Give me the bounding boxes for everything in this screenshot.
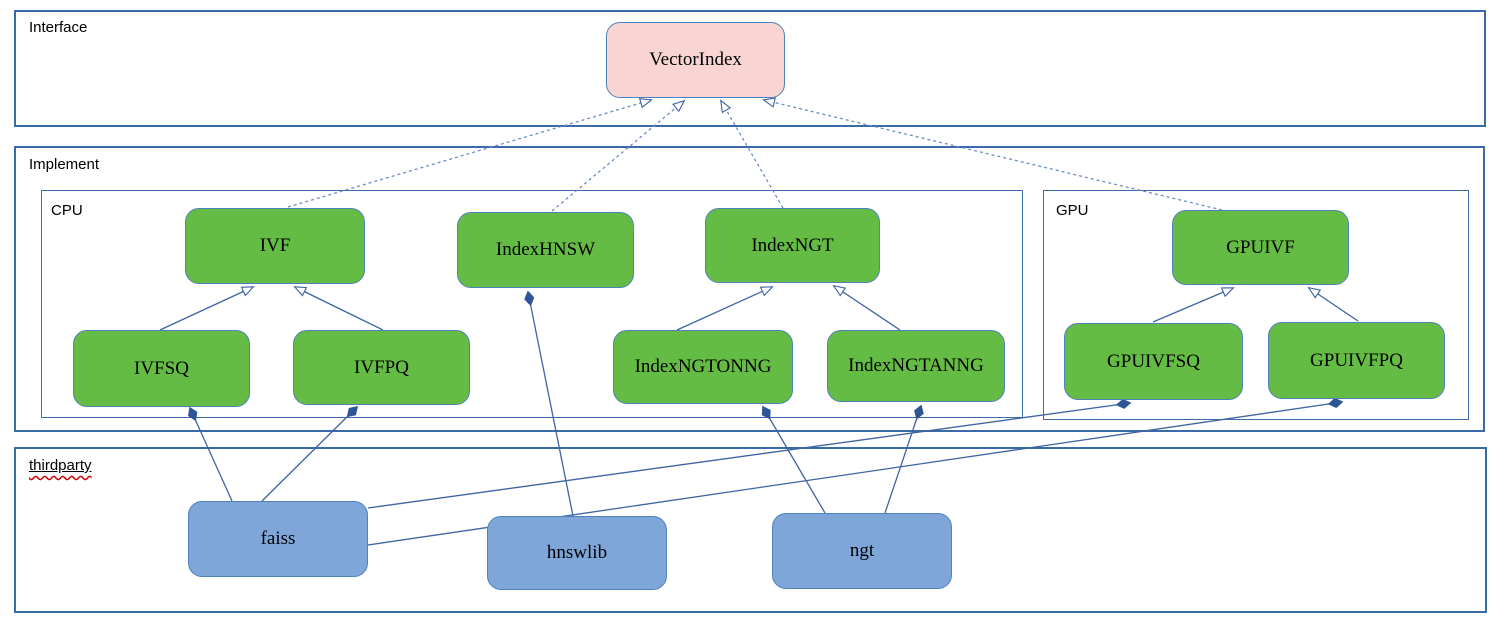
node-hnswlib: hnswlib	[487, 516, 667, 590]
edge-indexngtonng-indexngt	[676, 286, 774, 331]
node-faiss-label: faiss	[260, 528, 296, 549]
edge-ivfsq-ivf	[159, 286, 255, 331]
node-gpuivfsq-label: GPUIVFSQ	[1107, 350, 1200, 372]
edge-faiss-ivfsq	[188, 406, 233, 502]
container-gpu: GPU	[1043, 190, 1469, 420]
container-cpu-label: CPU	[51, 202, 83, 219]
node-ngt-label: ngt	[849, 540, 875, 561]
edge-faiss-ivfpq	[261, 405, 359, 502]
container-implement-label: Implement	[29, 156, 100, 173]
node-ivfsq-label: IVFSQ	[134, 357, 189, 379]
node-indexngt-label: IndexNGT	[751, 234, 834, 256]
node-ivfpq: IVFPQ	[293, 330, 470, 405]
node-hnswlib-label: hnswlib	[546, 542, 608, 563]
node-gpuivfpq-label: GPUIVFPQ	[1310, 349, 1403, 371]
node-ivf-label: IVF	[259, 235, 291, 256]
node-ivf: IVF	[185, 208, 365, 284]
container-thirdparty: thirdparty	[14, 447, 1487, 613]
edge-gpuivf-vectorindex	[762, 97, 1223, 211]
edge-ngt-indexngtonng	[761, 405, 826, 514]
node-vectorindex: VectorIndex	[606, 22, 785, 98]
node-gpuivf-label: GPUIVF	[1226, 236, 1295, 258]
edge-indexngt-vectorindex	[720, 99, 784, 209]
node-indexngtanng: IndexNGTANNG	[827, 330, 1005, 402]
edge-ngt-indexngtanng	[884, 404, 924, 514]
container-implement: Implement	[14, 146, 1485, 432]
container-interface: Interface	[14, 10, 1486, 127]
node-ivfsq: IVFSQ	[73, 330, 250, 407]
node-gpuivfsq: GPUIVFSQ	[1064, 323, 1243, 400]
node-ivfpq-label: IVFPQ	[354, 356, 409, 378]
node-faiss: faiss	[188, 501, 368, 577]
edge-indexhnsw-vectorindex	[551, 99, 686, 212]
node-indexngt: IndexNGT	[705, 208, 880, 283]
node-ngt: ngt	[772, 513, 952, 589]
container-thirdparty-label-text: thirdparty	[29, 457, 92, 474]
node-indexngtanng-label: IndexNGTANNG	[848, 355, 984, 376]
container-cpu: CPU	[41, 190, 1023, 418]
edge-indexngtanng-indexngt	[832, 284, 901, 331]
node-gpuivf: GPUIVF	[1172, 210, 1349, 285]
edge-ivf-vectorindex	[287, 98, 653, 208]
edge-hnswlib-indexhnsw	[524, 290, 574, 517]
container-interface-label: Interface	[29, 19, 88, 36]
node-gpuivfpq: GPUIVFPQ	[1268, 322, 1445, 399]
node-indexhnsw-label: IndexHNSW	[495, 239, 596, 260]
edge-faiss-gpuivfsq	[367, 398, 1132, 509]
edge-gpuivfsq-gpuivf	[1152, 287, 1235, 323]
node-indexngtonng-label: IndexNGTONNG	[634, 356, 772, 377]
container-gpu-label: GPU	[1056, 202, 1089, 219]
node-indexngtonng: IndexNGTONNG	[613, 330, 793, 404]
node-indexhnsw: IndexHNSW	[457, 212, 634, 288]
node-vectorindex-label: VectorIndex	[649, 49, 742, 70]
edge-ivfpq-ivf	[293, 286, 384, 331]
edge-gpuivfpq-gpuivf	[1307, 286, 1359, 322]
container-thirdparty-label: thirdparty	[29, 457, 92, 474]
